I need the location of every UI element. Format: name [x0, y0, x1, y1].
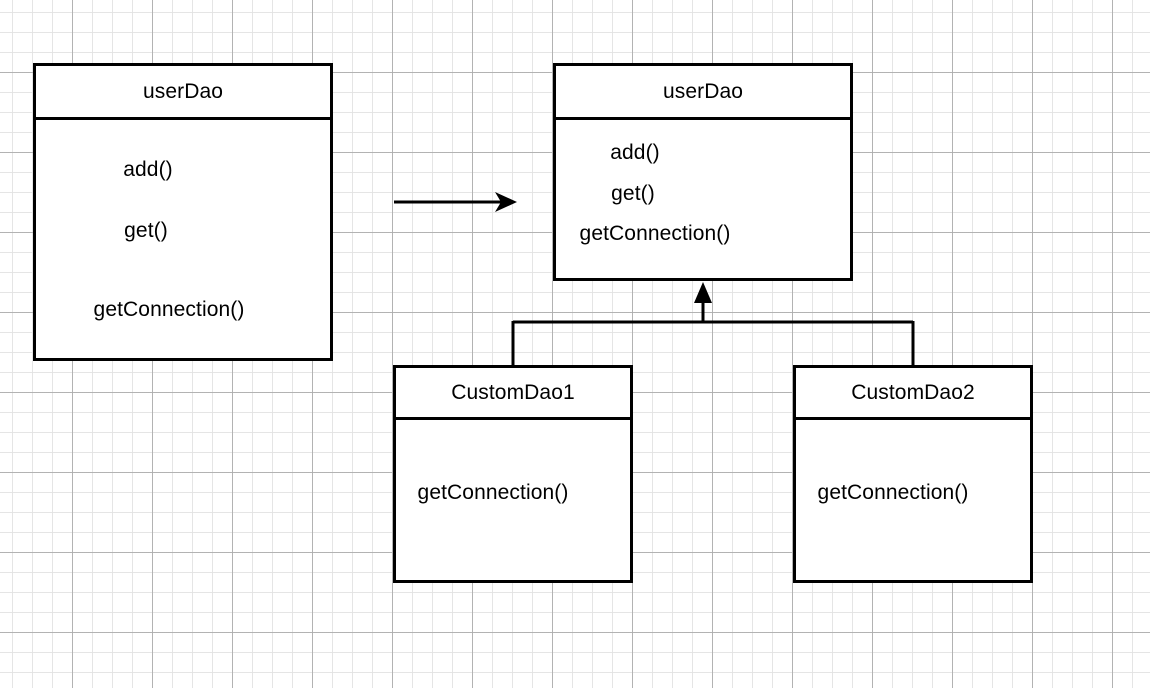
class-name-label: CustomDao1 — [451, 380, 575, 404]
method-get: get() — [611, 182, 655, 205]
class-box-userdao-after[interactable]: userDao add() get() getConnection() — [553, 63, 853, 281]
class-name-header: userDao — [36, 66, 330, 120]
method-add: add() — [610, 141, 660, 164]
class-name-label: userDao — [662, 79, 744, 103]
class-name-header: CustomDao2 — [796, 368, 1030, 420]
method-get: get() — [124, 219, 168, 242]
method-getconnection: getConnection() — [93, 298, 245, 321]
class-name-header: userDao — [556, 66, 850, 120]
transform-arrow-head-icon — [495, 192, 517, 212]
method-getconnection: getConnection() — [417, 481, 569, 504]
class-members-compartment: add() get() getConnection() — [36, 120, 330, 358]
class-name-label: CustomDao2 — [851, 380, 975, 404]
method-getconnection: getConnection() — [817, 481, 969, 504]
inheritance-arrow-head-icon — [694, 282, 712, 303]
class-box-customdao1[interactable]: CustomDao1 getConnection() — [393, 365, 633, 583]
class-members-compartment: add() get() getConnection() — [556, 120, 850, 278]
class-members-compartment: getConnection() — [796, 420, 1030, 580]
method-add: add() — [123, 158, 173, 181]
class-members-compartment: getConnection() — [396, 420, 630, 580]
class-box-customdao2[interactable]: CustomDao2 getConnection() — [793, 365, 1033, 583]
inheritance-connector[interactable] — [511, 282, 915, 366]
method-getconnection: getConnection() — [579, 222, 731, 245]
class-name-label: userDao — [142, 79, 224, 103]
transform-arrow[interactable] — [394, 192, 517, 212]
class-box-userdao-before[interactable]: userDao add() get() getConnection() — [33, 63, 333, 361]
class-name-header: CustomDao1 — [396, 368, 630, 420]
